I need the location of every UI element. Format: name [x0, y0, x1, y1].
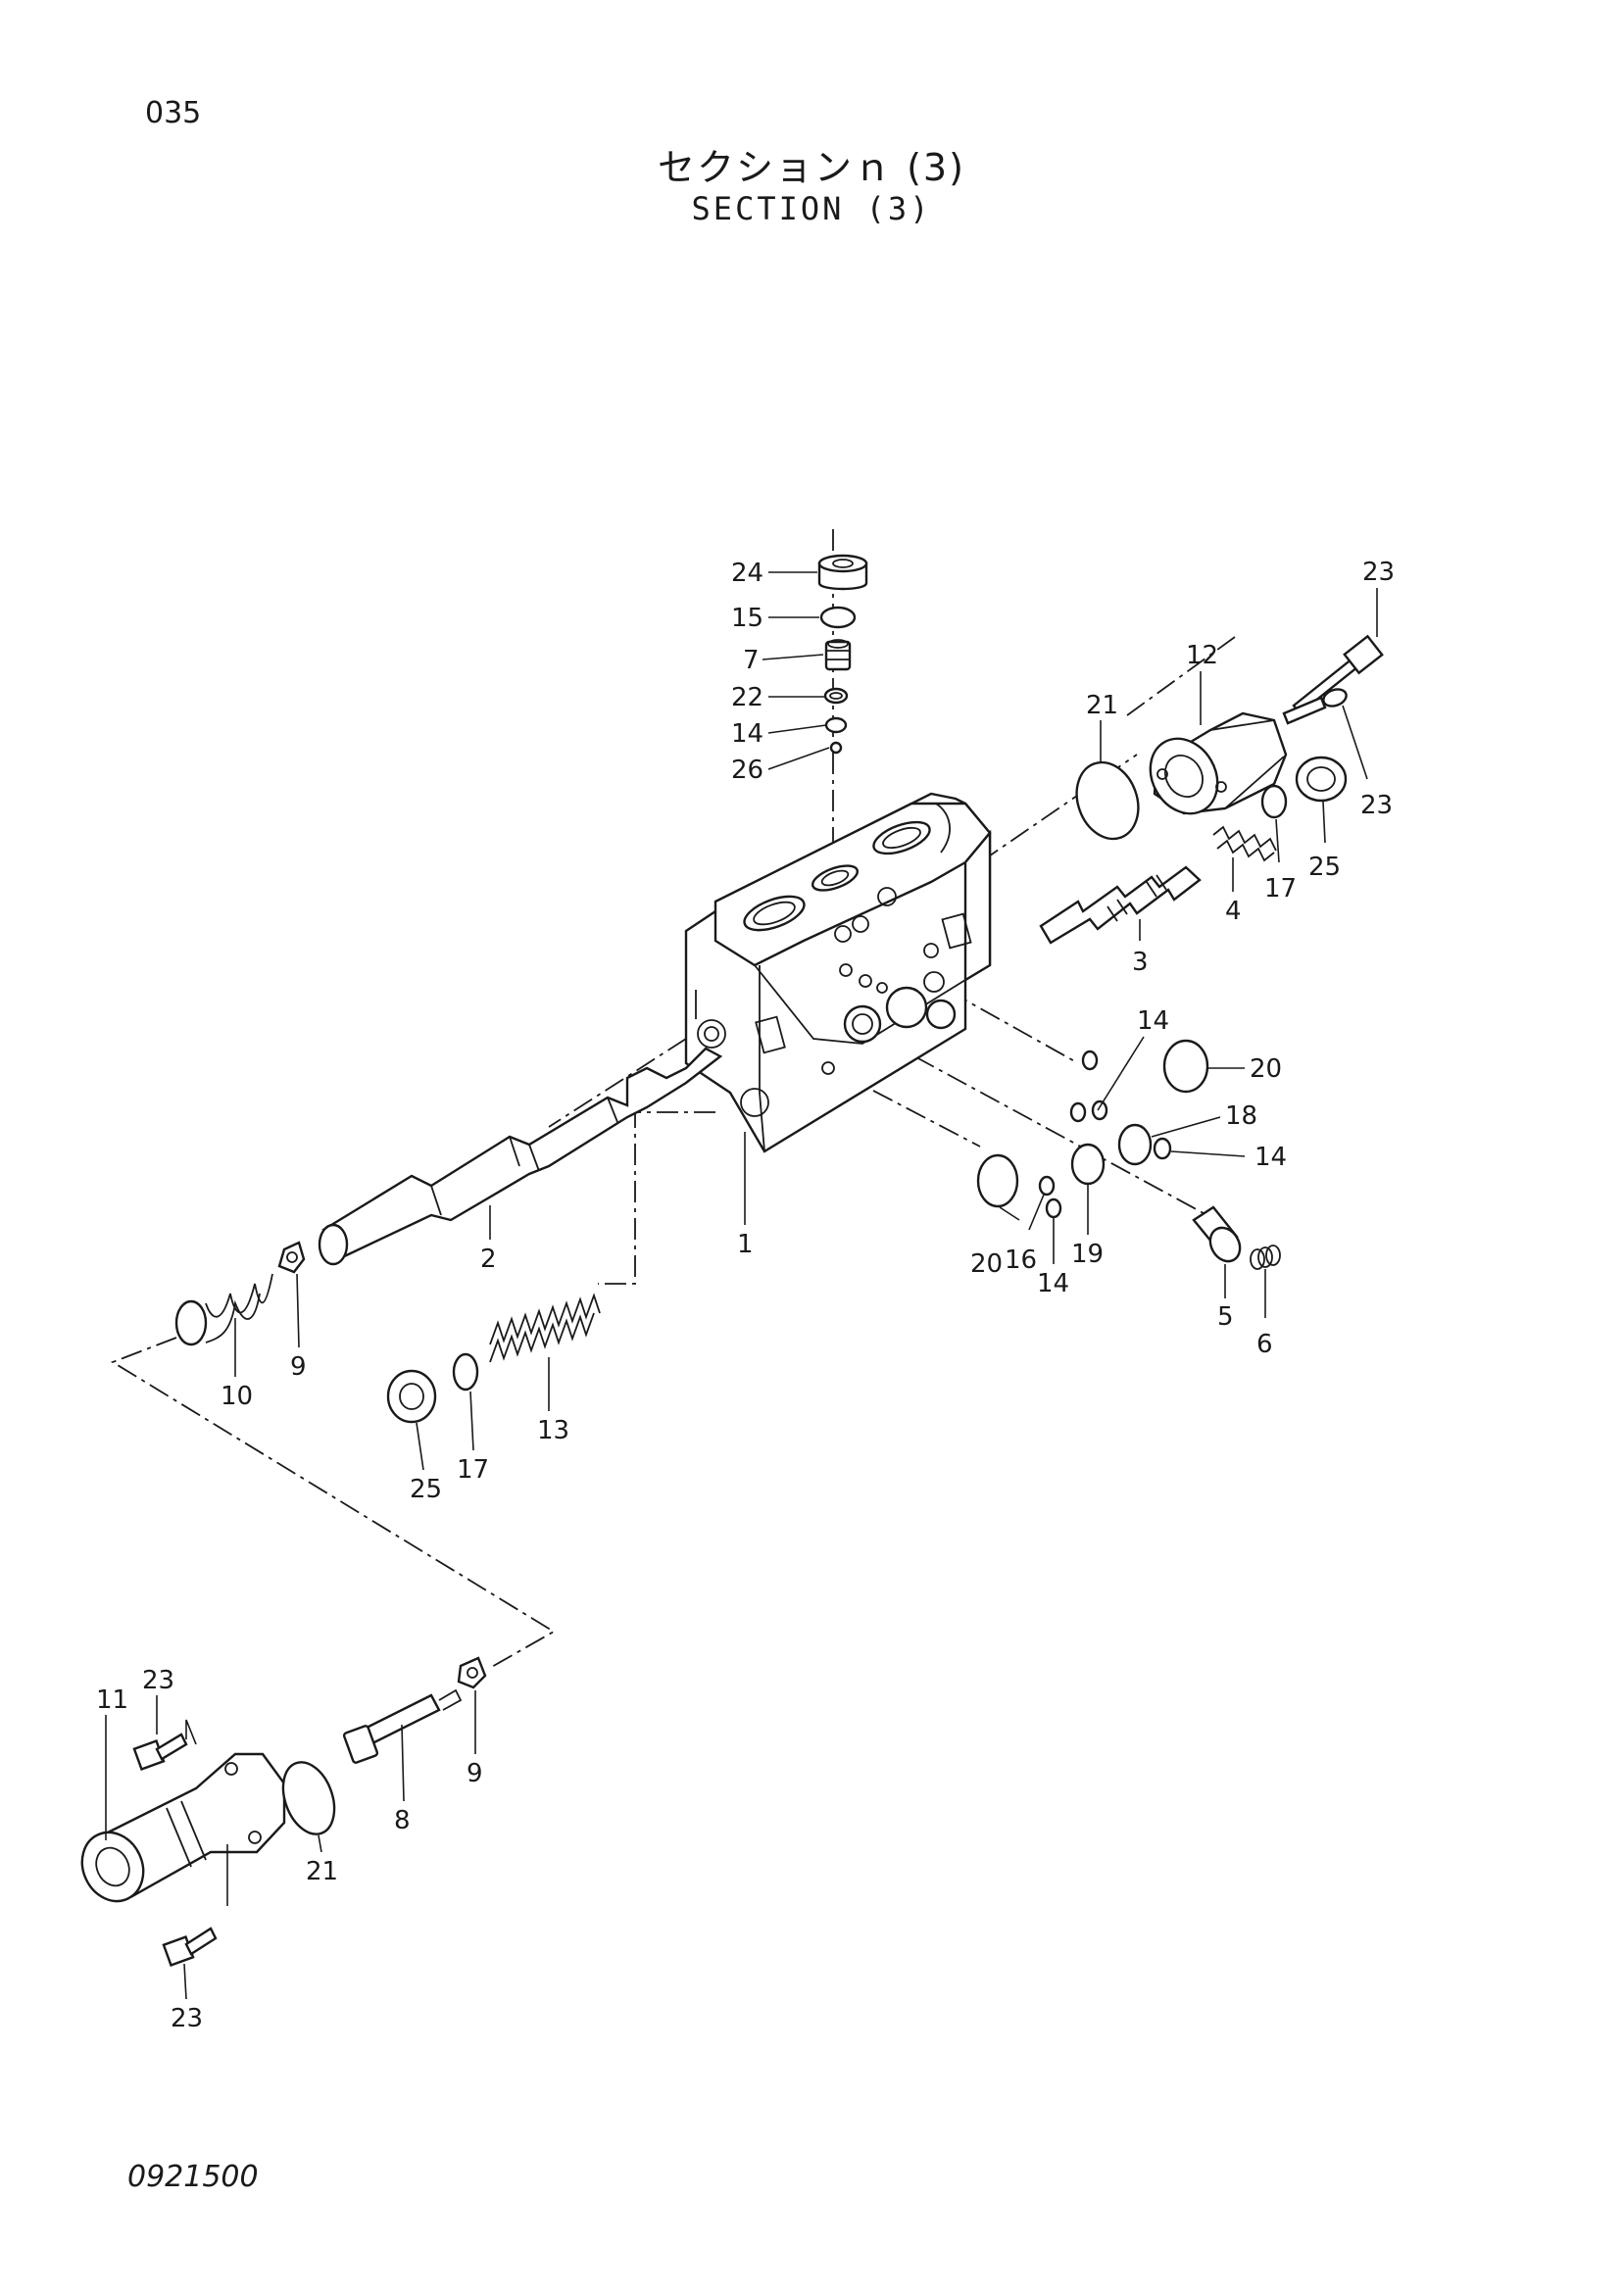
bolt-part-23-lower-a — [132, 1733, 188, 1771]
callout-14-d: 14 — [1037, 1269, 1069, 1298]
callout-17-upper: 17 — [1264, 874, 1297, 904]
assembly-lines — [110, 529, 1236, 1669]
callout-23-lower-b: 23 — [171, 2004, 203, 2033]
callout-20-lower: 20 — [970, 1249, 1003, 1279]
callout-9-upper: 9 — [290, 1352, 307, 1382]
center-line-spring-13 — [598, 1111, 715, 1285]
callout-25-upper: 25 — [1308, 853, 1341, 882]
orifice-part-7 — [824, 639, 852, 671]
spring-part-10 — [174, 1273, 273, 1346]
top-plug-stack — [817, 554, 868, 755]
callout-23-lower-a: 23 — [142, 1666, 174, 1695]
callout-15: 15 — [731, 604, 763, 633]
page-title-japanese: セクションｎ (3) — [658, 146, 965, 189]
page-number: 035 — [145, 96, 202, 130]
callout-14-top: 14 — [731, 719, 763, 749]
o-ring-part-20-upper — [1162, 1039, 1209, 1094]
callout-4: 4 — [1225, 897, 1242, 926]
callout-21-upper: 21 — [1086, 691, 1118, 720]
callout-labels: 24 15 7 22 14 26 21 12 23 23 25 17 4 3 1… — [96, 558, 1395, 2033]
spring-part-6 — [1250, 1245, 1281, 1270]
callout-18: 18 — [1225, 1101, 1257, 1131]
o-ring-part-20-lower — [976, 1153, 1019, 1208]
callout-5: 5 — [1217, 1302, 1234, 1332]
callout-11: 11 — [96, 1685, 128, 1715]
bolt-part-23-lower-right — [1282, 688, 1348, 725]
center-line-port-5 — [881, 1038, 1226, 1226]
o-ring-part-14-top — [824, 716, 848, 734]
valve-body-part-1 — [684, 792, 992, 1153]
plug-part-24 — [817, 554, 868, 591]
o-ring-part-14-b — [1069, 1101, 1087, 1123]
o-ring-part-14-e — [1045, 1197, 1062, 1219]
page-title-english: SECTION (3) — [691, 190, 932, 227]
callout-19: 19 — [1071, 1240, 1104, 1269]
o-ring-part-21-upper — [1075, 760, 1140, 841]
callout-12: 12 — [1186, 641, 1218, 670]
plug-part-25-upper — [1295, 756, 1348, 803]
o-ring-part-14-d — [1153, 1137, 1172, 1160]
spool-part-2 — [318, 1047, 723, 1266]
cover-part-12 — [1149, 711, 1288, 815]
o-ring-part-14-c — [1091, 1099, 1108, 1121]
center-line-cover-12 — [1126, 636, 1236, 716]
o-ring-part-18 — [1117, 1123, 1153, 1166]
stopper-part-9-lower — [457, 1656, 487, 1689]
spool-part-3 — [1039, 865, 1202, 945]
leader-lines — [105, 571, 1378, 2000]
callout-21-lower: 21 — [306, 1857, 338, 1886]
callout-23-right: 23 — [1360, 791, 1393, 820]
callout-23-top: 23 — [1362, 558, 1395, 587]
callout-26: 26 — [731, 756, 763, 785]
pin-part-8 — [342, 1688, 463, 1764]
stopper-part-9-upper — [277, 1241, 306, 1274]
callout-2: 2 — [480, 1245, 497, 1274]
callout-9-lower: 9 — [467, 1759, 483, 1788]
callout-1: 1 — [737, 1230, 754, 1259]
center-line-cap-11 — [110, 1337, 556, 1669]
cap-part-11 — [80, 1752, 286, 1903]
o-ring-part-17-lower — [452, 1352, 479, 1392]
callout-13: 13 — [537, 1416, 569, 1445]
callout-24: 24 — [731, 559, 763, 588]
callout-6: 6 — [1256, 1330, 1273, 1359]
plug-part-25-lower — [386, 1369, 437, 1424]
spring-part-4 — [1212, 825, 1277, 862]
spring-part-13 — [489, 1293, 601, 1363]
callout-14-b: 14 — [1137, 1006, 1169, 1036]
callout-25-lower: 25 — [410, 1475, 442, 1504]
o-ring-part-14-a — [1081, 1050, 1099, 1071]
callout-8: 8 — [394, 1806, 411, 1835]
bolt-part-23-lower-b — [162, 1927, 218, 1967]
callout-20-upper: 20 — [1250, 1054, 1282, 1084]
callout-3: 3 — [1132, 948, 1149, 977]
callout-14-c: 14 — [1254, 1143, 1287, 1172]
plug-part-5 — [1192, 1205, 1242, 1263]
o-ring-part-21-lower — [281, 1761, 336, 1835]
callout-17-lower: 17 — [457, 1455, 489, 1485]
callout-7: 7 — [743, 646, 760, 675]
o-ring-part-17-upper — [1260, 784, 1288, 819]
o-ring-part-15 — [819, 606, 857, 629]
callout-22: 22 — [731, 683, 763, 712]
ball-part-26 — [829, 741, 843, 755]
callout-10: 10 — [221, 1382, 253, 1411]
o-ring-part-19 — [1070, 1143, 1106, 1186]
drawing-number: 0921500 — [127, 2160, 259, 2194]
o-ring-part-16 — [1038, 1175, 1056, 1197]
backup-ring-part-22 — [823, 687, 849, 705]
center-line-spool-2 — [548, 1038, 687, 1128]
callout-16: 16 — [1005, 1246, 1037, 1275]
